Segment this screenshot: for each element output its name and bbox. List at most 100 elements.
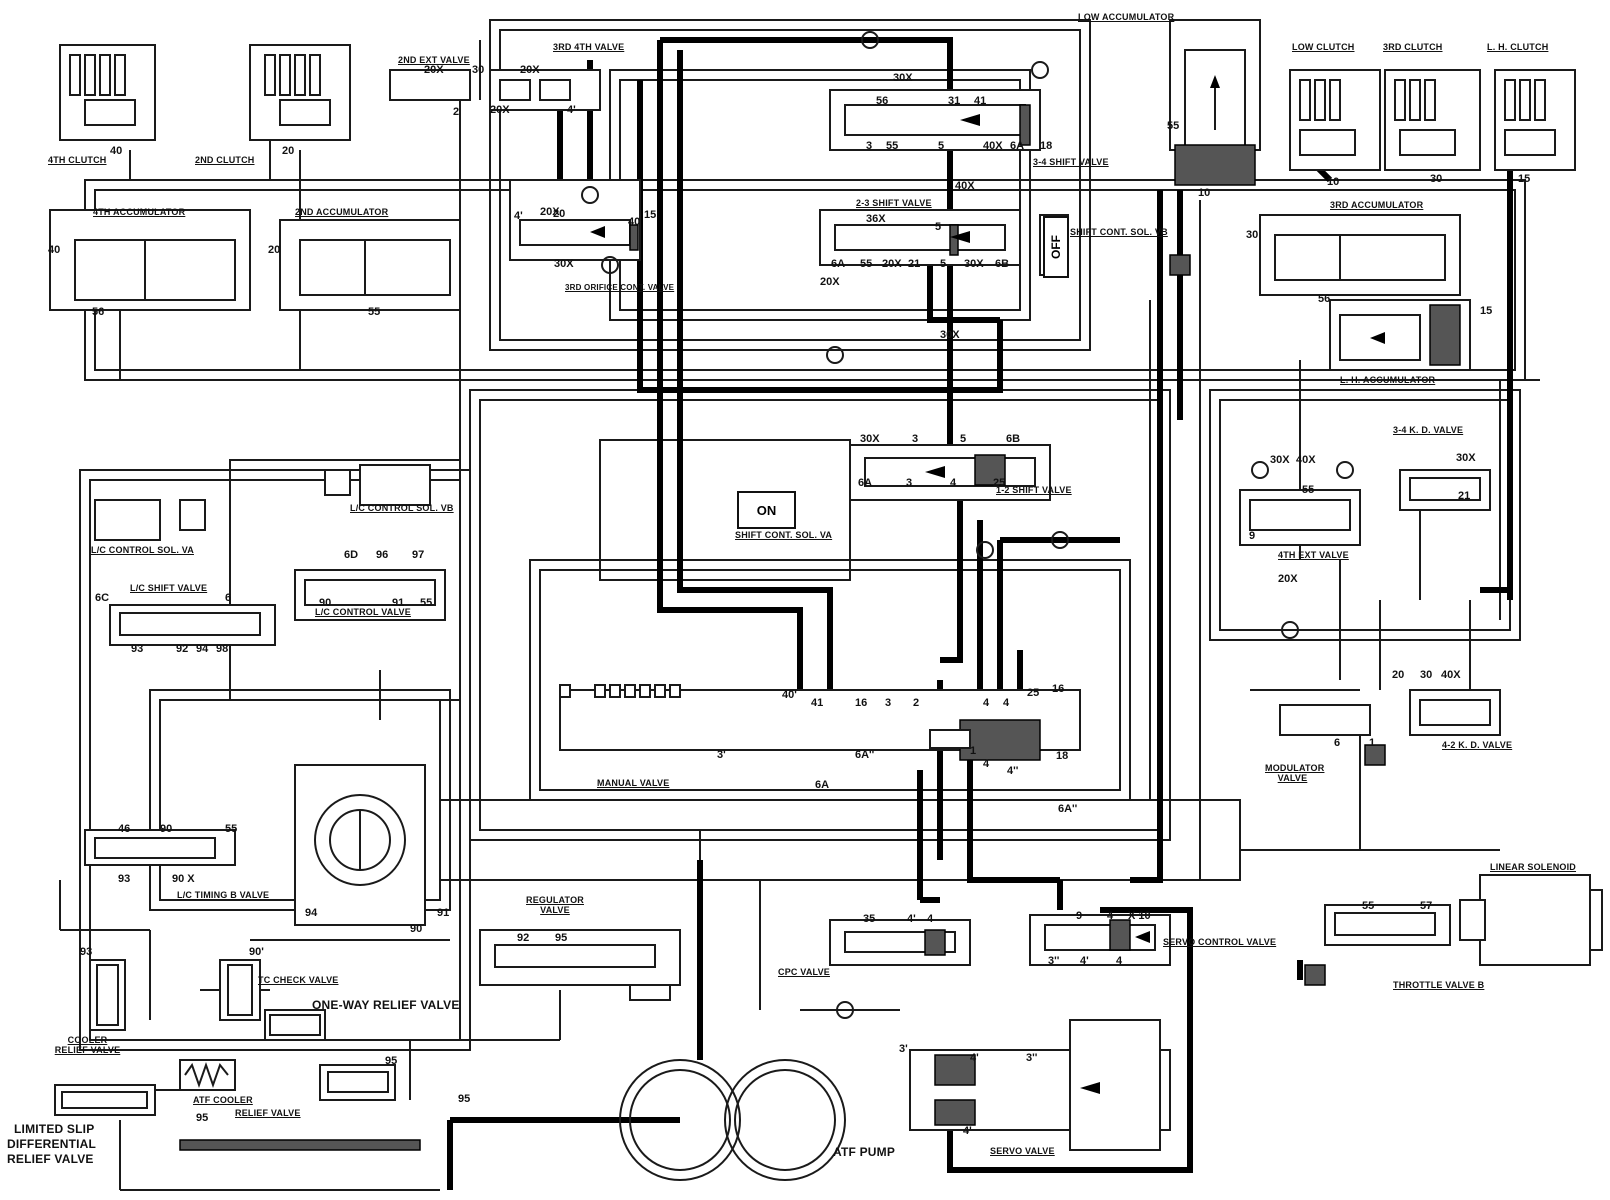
port-number: 3 [885, 697, 892, 709]
port-number: 55 [368, 306, 381, 318]
lc-control-sol-va-drawing [94, 499, 206, 541]
fourth-accumulator-drawing [49, 209, 251, 311]
third-fourth-valve-label: 3RD 4TH VALVE [553, 42, 625, 52]
port-number: 4 [950, 477, 957, 489]
port-number: 20X [540, 206, 560, 218]
port-number: 40X [1296, 454, 1316, 466]
port-number: 3 [866, 140, 873, 152]
relief-valve-label: RELIEF VALVE [235, 1108, 301, 1118]
atf-cooler-label: ATF COOLER [193, 1095, 253, 1105]
second-ext-valve-drawing [389, 69, 601, 111]
port-number: 40X [1441, 669, 1461, 681]
port-number: 95 [196, 1112, 209, 1124]
port-number: 6A [858, 477, 873, 489]
port-number: 16 [1052, 683, 1065, 695]
port-number: 6A'' [855, 749, 875, 761]
lh-accumulator-drawing [1329, 299, 1471, 371]
port-number: 6B [995, 258, 1010, 270]
servo-control-valve-drawing [1029, 914, 1171, 966]
port-number: 56 [876, 95, 889, 107]
port-number: 95 [555, 932, 568, 944]
port-number: 55 [420, 597, 433, 609]
lc-shift-valve-drawing [109, 604, 276, 646]
port-number: 15 [644, 209, 657, 221]
port-number: 55 [225, 823, 238, 835]
modulator-valve-drawing [1279, 704, 1386, 766]
port-number: 6C [95, 592, 110, 604]
shift-valve-12-drawing [849, 444, 1051, 501]
port-number: 90 [160, 823, 173, 835]
third-clutch-drawing [1384, 69, 1481, 171]
servo-valve-label: SERVO VALVE [990, 1146, 1055, 1156]
port-number: 4 [927, 913, 934, 925]
port-number: 30 [472, 64, 485, 76]
port-number: 6 [1334, 737, 1341, 749]
port-number: 30X [860, 433, 880, 445]
low-clutch-drawing [1289, 69, 1381, 171]
second-accumulator-label: 2ND ACCUMULATOR [295, 207, 389, 217]
torque-converter-drawing [294, 764, 426, 926]
port-number: 41 [811, 697, 824, 709]
fourth-clutch-drawing [59, 44, 156, 141]
port-number: 40X [983, 140, 1003, 152]
limited-slip-label-1: LIMITED SLIP [14, 1122, 95, 1136]
port-number: 5 [938, 140, 945, 152]
lc-control-sol-va-label: L/C CONTROL SOL. VA [91, 545, 194, 555]
port-number: 30 [1430, 173, 1443, 185]
second-accumulator-drawing [279, 219, 461, 311]
second-clutch-drawing [249, 44, 351, 141]
port-number: 96 [376, 549, 389, 561]
port-number: 35 [863, 913, 876, 925]
regulator-valve-label: REGULATOR VALVE [526, 895, 584, 915]
l-h-clutch-label: L. H. CLUTCH [1487, 42, 1549, 52]
port-number: 40 [110, 145, 123, 157]
port-number: 55 [1302, 484, 1315, 496]
linear-solenoid-label: LINEAR SOLENOID [1490, 862, 1577, 872]
port-number: 6A [831, 258, 846, 270]
port-number: 30X [554, 258, 574, 270]
shift-valve-12-label: 1-2 SHIFT VALVE [996, 485, 1072, 495]
port-number: 18 [1056, 750, 1069, 762]
port-number: 6A [815, 779, 830, 791]
port-number: 91 [437, 907, 450, 919]
port-number: 55 [886, 140, 899, 152]
fourth-ext-valve-label: 4TH EXT VALVE [1278, 550, 1349, 560]
fourth-clutch-label: 4TH CLUTCH [48, 155, 107, 165]
port-number: 41 [974, 95, 987, 107]
shift-sol-vb-off-indicator: OFF [1043, 216, 1069, 278]
port-number: 1 [970, 745, 977, 757]
shift-valve-23-label: 2-3 SHIFT VALVE [856, 198, 932, 208]
low-accumulator-drawing [1169, 19, 1261, 186]
atf-cooler-drawing [179, 1059, 236, 1091]
one-way-relief-valve-label: ONE-WAY RELIEF VALVE [312, 998, 460, 1012]
port-number: 46 [118, 823, 131, 835]
lh-clutch-drawing [1494, 69, 1576, 171]
port-number: 6A [1010, 140, 1025, 152]
tc-check-valve-drawing [219, 959, 261, 1021]
port-number: 4' [907, 913, 916, 925]
shift-valve-34-drawing [829, 89, 1041, 151]
port-number: 20 [282, 145, 295, 157]
modulator-valve-label: MODULATOR VALVE [1265, 763, 1325, 783]
port-number: 3 [912, 433, 919, 445]
port-number: 30X [940, 329, 960, 341]
port-number: 5 [960, 433, 967, 445]
port-number: 4 [1003, 697, 1010, 709]
port-number: 92 [176, 643, 189, 655]
throttle-valve-b-drawing [1304, 904, 1451, 986]
port-number: 30X [1270, 454, 1290, 466]
atf-pump-drawing [179, 1059, 846, 1181]
port-number: 30 [1246, 229, 1259, 241]
regulator-valve-drawing [479, 929, 681, 1001]
orifice-cont-valve-label: 3RD ORIFICE CONT. VALVE [565, 283, 675, 292]
low-clutch-label: LOW CLUTCH [1292, 42, 1355, 52]
port-number: 6D [344, 549, 359, 561]
port-number: 93 [131, 643, 144, 655]
lc-timing-b-valve-label: L/C TIMING B VALVE [177, 890, 270, 900]
port-number: 21 [1458, 490, 1471, 502]
port-number: 94 [196, 643, 209, 655]
port-number: 94 [305, 907, 318, 919]
port-number: 55 [1167, 120, 1180, 132]
fourth-ext-valve-drawing [1239, 489, 1361, 546]
port-number: 3'' [1026, 1052, 1038, 1064]
